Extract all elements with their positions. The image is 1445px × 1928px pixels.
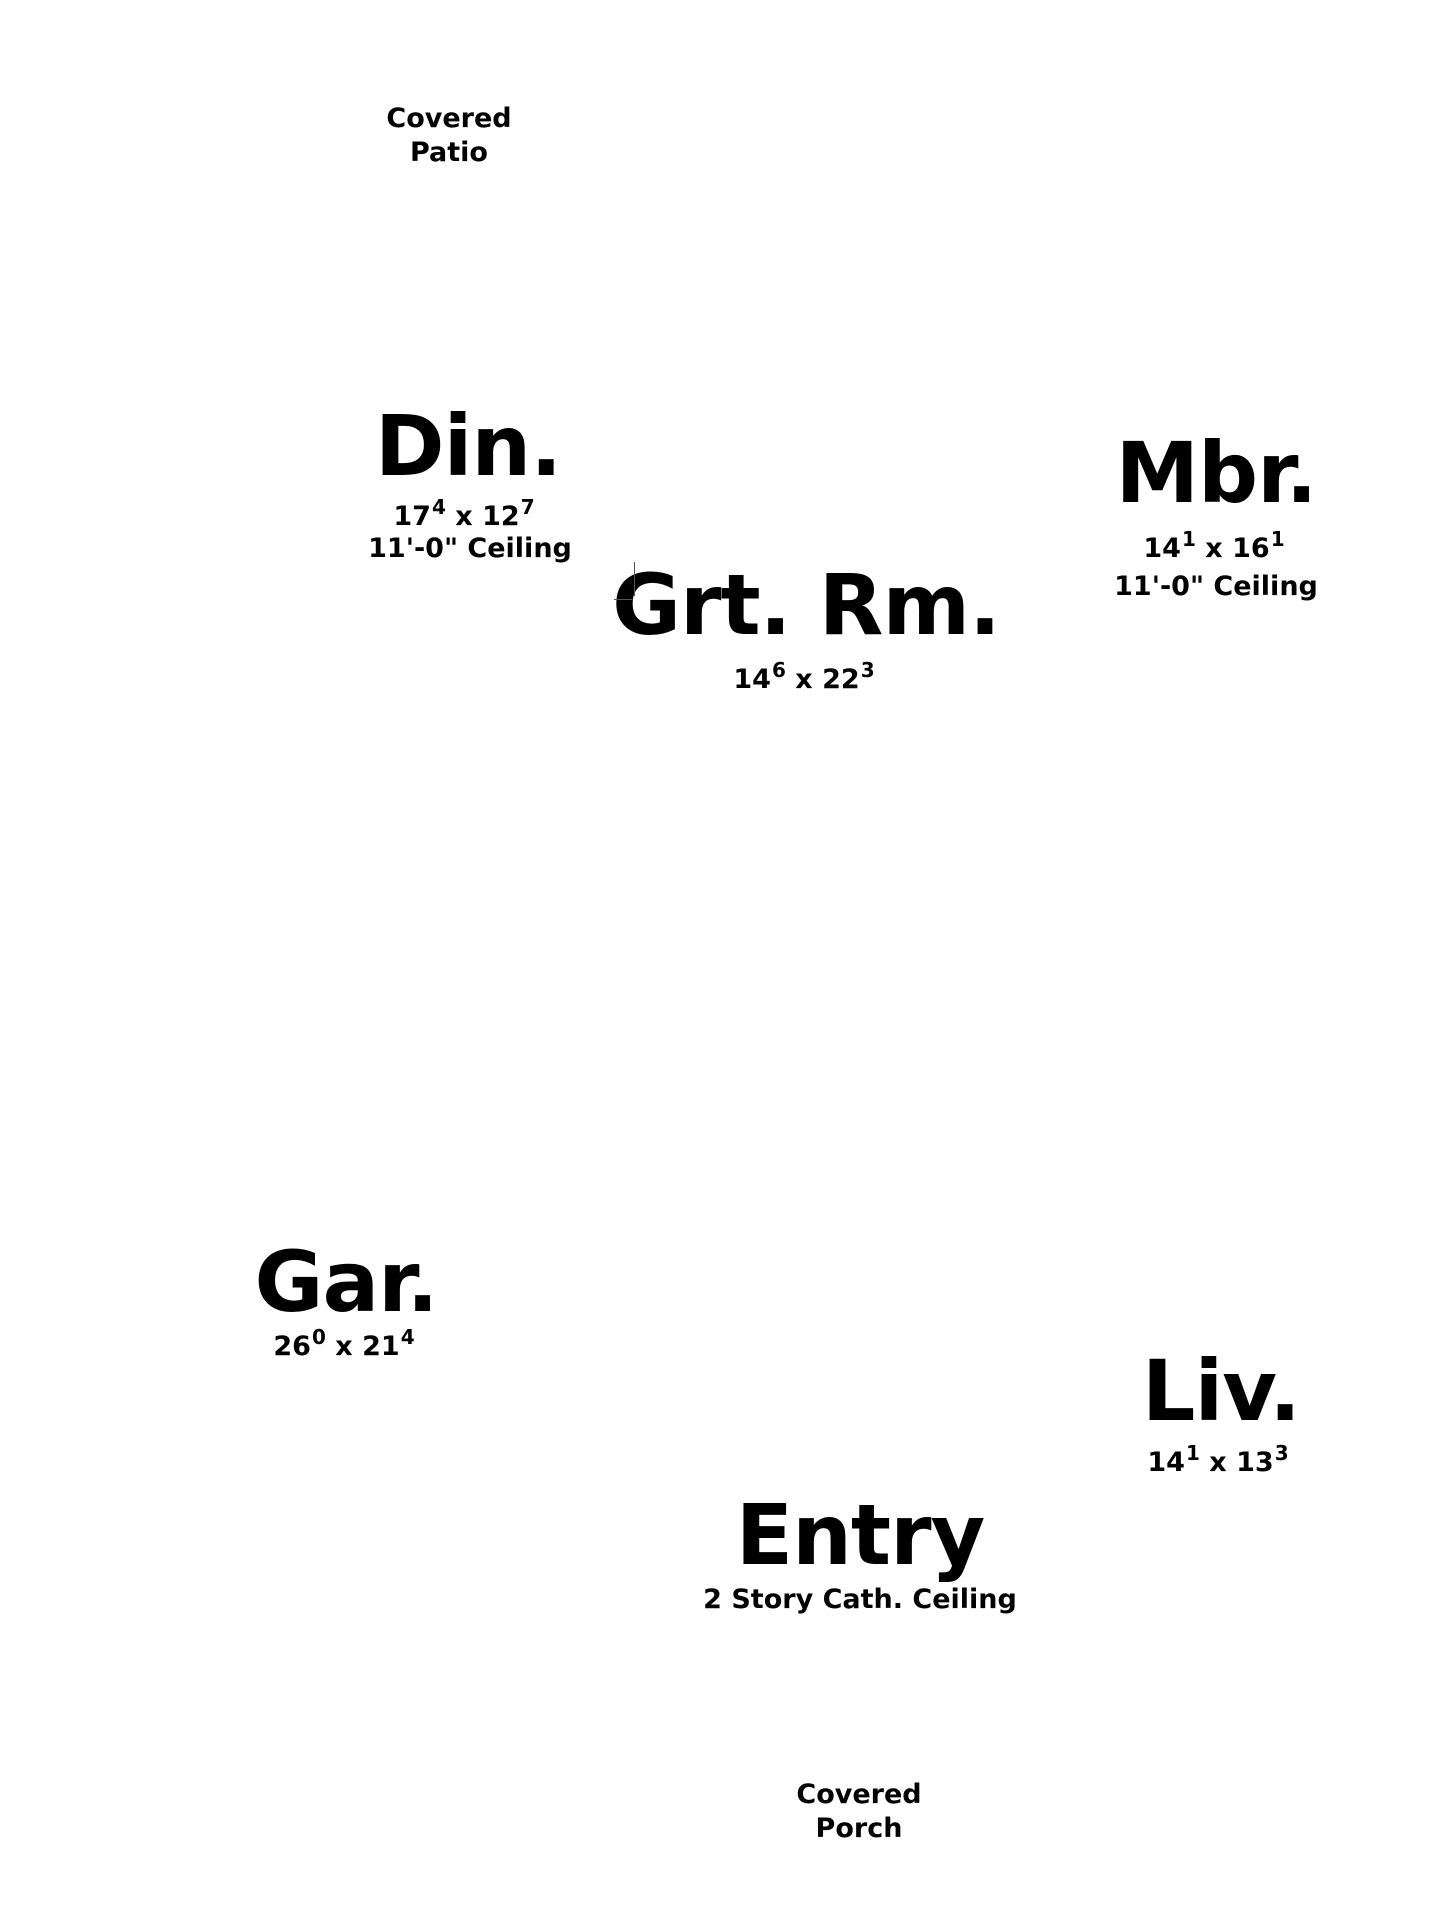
mbr-by: x bbox=[1205, 533, 1223, 564]
grt-rm-by: x bbox=[795, 664, 813, 695]
gar-by: x bbox=[335, 1331, 353, 1362]
dimension-tick-vertical bbox=[634, 562, 635, 596]
covered-patio-label: Covered Patio bbox=[386, 102, 511, 170]
covered-patio-line2: Patio bbox=[409, 137, 488, 168]
room-name-entry: Entry bbox=[735, 1486, 986, 1584]
din-length: 12 bbox=[482, 501, 520, 532]
room-dims-grt-rm: 146 x 223 bbox=[733, 660, 874, 695]
room-name-liv: Liv. bbox=[1141, 1342, 1301, 1440]
covered-porch-line1: Covered bbox=[796, 1779, 922, 1810]
gar-width: 26 bbox=[273, 1331, 311, 1362]
mbr-width-inches: 1 bbox=[1181, 527, 1196, 551]
gar-length: 21 bbox=[362, 1331, 400, 1362]
covered-patio-line1: Covered bbox=[386, 103, 512, 134]
room-dims-liv: 141 x 133 bbox=[1147, 1443, 1288, 1478]
gar-width-inches: 0 bbox=[311, 1325, 326, 1349]
liv-width-inches: 1 bbox=[1185, 1441, 1200, 1465]
mbr-length: 16 bbox=[1232, 533, 1270, 564]
room-name-grt-rm: Grt. Rm. bbox=[612, 556, 1001, 654]
room-ceiling-mbr: 11'-0" Ceiling bbox=[1114, 571, 1318, 602]
grt-rm-length: 22 bbox=[822, 664, 860, 695]
dimension-tick-horizontal bbox=[614, 599, 632, 600]
room-ceiling-din: 11'-0" Ceiling bbox=[368, 533, 572, 564]
gar-length-inches: 4 bbox=[400, 1325, 415, 1349]
liv-width: 14 bbox=[1147, 1447, 1185, 1478]
din-by: x bbox=[455, 501, 473, 532]
din-length-inches: 7 bbox=[520, 495, 535, 519]
covered-porch-line2: Porch bbox=[815, 1813, 903, 1844]
mbr-length-inches: 1 bbox=[1270, 527, 1285, 551]
mbr-width: 14 bbox=[1143, 533, 1181, 564]
liv-length-inches: 3 bbox=[1274, 1441, 1289, 1465]
room-name-mbr: Mbr. bbox=[1115, 424, 1317, 522]
room-name-din: Din. bbox=[374, 397, 562, 495]
room-ceiling-entry: 2 Story Cath. Ceiling bbox=[703, 1584, 1017, 1615]
liv-by: x bbox=[1209, 1447, 1227, 1478]
room-dims-mbr: 141 x 161 bbox=[1143, 529, 1284, 564]
room-dims-gar: 260 x 214 bbox=[273, 1327, 414, 1362]
room-dims-din: 174 x 127 bbox=[393, 497, 534, 532]
grt-rm-length-inches: 3 bbox=[860, 658, 875, 682]
covered-porch-label: Covered Porch bbox=[796, 1778, 921, 1846]
din-width-inches: 4 bbox=[431, 495, 446, 519]
liv-length: 13 bbox=[1236, 1447, 1274, 1478]
grt-rm-width: 14 bbox=[733, 664, 771, 695]
din-width: 17 bbox=[393, 501, 431, 532]
grt-rm-width-inches: 6 bbox=[771, 658, 786, 682]
room-name-gar: Gar. bbox=[254, 1233, 439, 1331]
